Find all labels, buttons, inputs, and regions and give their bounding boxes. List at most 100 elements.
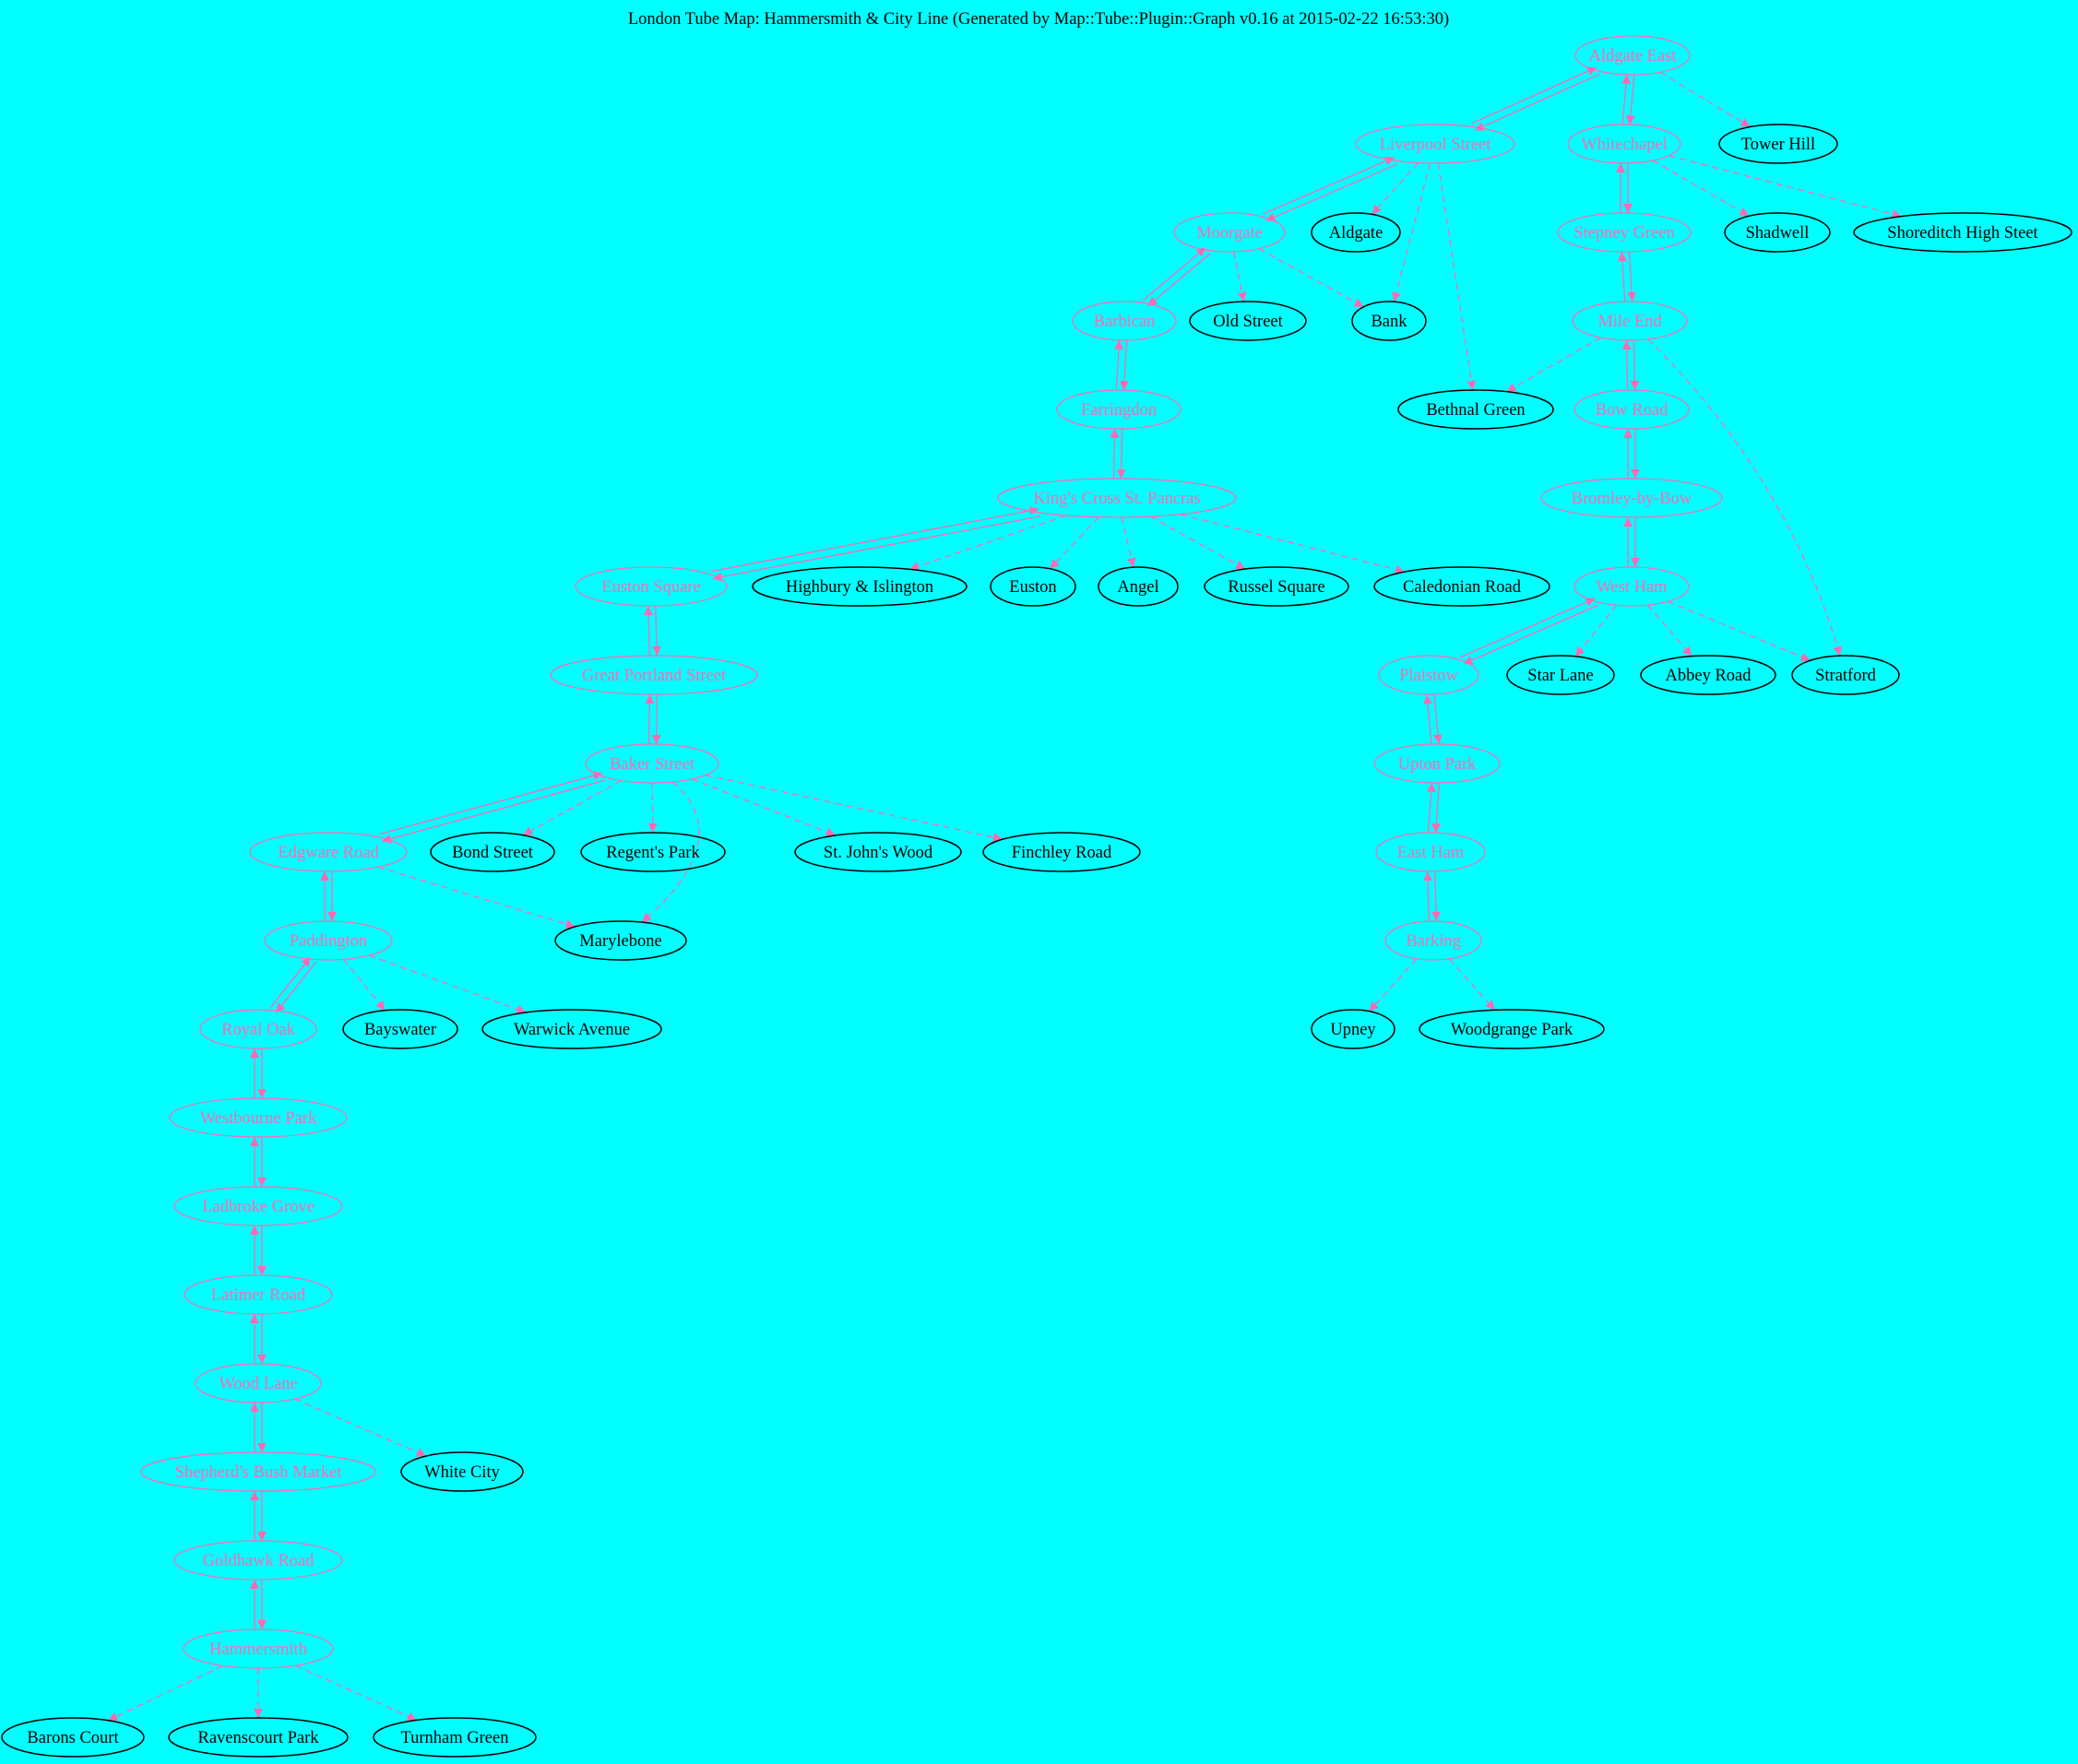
station-ellipse [173,1186,343,1226]
station-barons-court: Barons Court [1,1717,145,1758]
station-label: Stratford [1815,667,1877,685]
station-ellipse [1373,743,1501,784]
station-highbury-and-islington: Highbury & Islington [752,566,968,607]
edge-king-s-cross-st-pancras-to-euston-square [712,515,1040,582]
station-label: Aldgate [1329,224,1383,243]
edge-liverpool-street-to-aldgate-east [1471,66,1597,124]
station-baker-street: Baker Street [585,743,719,784]
station-ellipse [173,1540,343,1580]
station-bow-road: Bow Road [1573,389,1690,430]
station-label: Westbourne Park [200,1109,317,1128]
station-label: Shadwell [1746,224,1810,243]
station-ellipse [990,566,1076,607]
station-ellipse [554,920,687,961]
station-label: Bow Road [1596,401,1668,420]
station-aldgate-east: Aldgate East [1574,35,1691,76]
station-label: Barking [1406,932,1461,951]
station-label: Upney [1330,1021,1376,1039]
station-label: King's Cross St. Pancras [1033,490,1200,508]
station-liverpool-street: Liverpool Street [1355,124,1515,164]
station-ellipse [1384,920,1482,961]
link-wood-lane-to-white-city [294,1398,427,1457]
edge-edgware-road-to-baker-street [379,771,603,835]
edge-aldgate-east-to-liverpool-street [1474,73,1600,131]
station-barking: Barking [1384,920,1482,961]
station-bank: Bank [1351,301,1427,341]
station-ellipse [1419,1009,1605,1049]
station-label: Bank [1371,313,1407,331]
station-ellipse [1373,566,1550,607]
station-regent-s-park: Regent's Park [580,832,726,872]
station-ellipse [794,832,962,872]
station-ellipse [1204,566,1349,607]
station-russel-square: Russel Square [1204,566,1349,607]
station-plaistow: Plaistow [1378,655,1479,695]
station-ellipse [580,832,726,872]
station-wood-lane: Wood Lane [195,1363,322,1403]
station-upton-park: Upton Park [1373,743,1501,784]
station-shadwell: Shadwell [1724,212,1831,253]
station-label: Shepherd's Bush Market [174,1463,342,1482]
edge-west-ham-to-plaistow [1463,604,1598,665]
link-edgware-road-to-marylebone [377,866,576,929]
station-ellipse [199,1009,317,1049]
station-label: Bromley-by-Bow [1572,490,1692,508]
station-shoreditch-high-steet: Shoreditch High Steet [1853,212,2072,253]
station-caledonian-road: Caledonian Road [1373,566,1550,607]
link-liverpool-street-to-bethnal-green [1437,162,1477,391]
station-ellipse [1189,301,1307,341]
station-ellipse [1506,655,1615,695]
edge-mile-end-to-stepney-green [1617,252,1627,302]
station-label: Farringdon [1081,401,1157,420]
station-ellipse [982,832,1141,872]
station-king-s-cross-st-pancras: King's Cross St. Pancras [997,478,1237,518]
edge-king-s-cross-st-pancras-to-farringdon [1110,428,1120,479]
station-ellipse [1640,655,1776,695]
station-label: Barbican [1094,313,1156,331]
station-label: Aldgate East [1588,47,1677,65]
station-label: Plaistow [1399,667,1458,685]
link-liverpool-street-to-aldgate [1371,162,1419,215]
link-hammersmith-to-turnham-green [295,1664,418,1722]
station-finchley-road: Finchley Road [982,832,1141,872]
station-label: Bond Street [452,844,534,862]
station-great-portland-street: Great Portland Street [550,655,758,695]
station-woodgrange-park: Woodgrange Park [1419,1009,1605,1049]
station-bayswater: Bayswater [342,1009,458,1049]
edge-bow-road-to-mile-end [1621,340,1632,391]
station-label: Ravenscourt Park [197,1729,319,1747]
link-whitechapel-to-shadwell [1652,160,1750,217]
station-ellipse [1375,832,1486,872]
station-label: Finchley Road [1012,844,1112,862]
edge-whitechapel-to-aldgate-east [1621,74,1632,124]
station-label: Stepney Green [1573,224,1674,243]
edge-royal-oak-to-paddington [269,956,312,1009]
station-barbican: Barbican [1072,301,1177,341]
station-label: Warwick Avenue [514,1021,630,1039]
station-ellipse [342,1009,458,1049]
station-ellipse [1853,212,2072,253]
link-whitechapel-to-shoreditch-high-steet [1668,155,1902,219]
station-ellipse [168,1717,349,1758]
edge-east-ham-to-upton-park [1426,782,1436,833]
station-ellipse [752,566,968,607]
station-label: Old Street [1213,313,1283,331]
station-warwick-avenue: Warwick Avenue [481,1009,662,1049]
station-bromley-by-bow: Bromley-by-Bow [1540,478,1723,518]
edge-east-ham-to-barking [1431,870,1442,921]
station-label: Mile End [1597,313,1662,331]
link-king-s-cross-st-pancras-to-caledonian-road [1180,514,1406,574]
station-label: Barons Court [27,1729,119,1747]
edge-barking-to-east-ham [1422,871,1432,922]
link-baker-street-to-marylebone [641,781,700,923]
station-ellipse [1355,124,1515,164]
link-baker-street-to-regent-s-park [647,782,658,834]
link-barking-to-woodgrange-park [1449,958,1496,1011]
station-label: St. John's Wood [824,844,933,862]
station-ellipse [1573,389,1690,430]
edge-moorgate-to-liverpool-street [1263,156,1395,215]
edge-barbican-to-farringdon [1119,340,1129,391]
edge-great-portland-street-to-euston-square [643,606,653,657]
link-king-s-cross-st-pancras-to-euston [1049,516,1099,570]
station-ellipse [1098,566,1179,607]
